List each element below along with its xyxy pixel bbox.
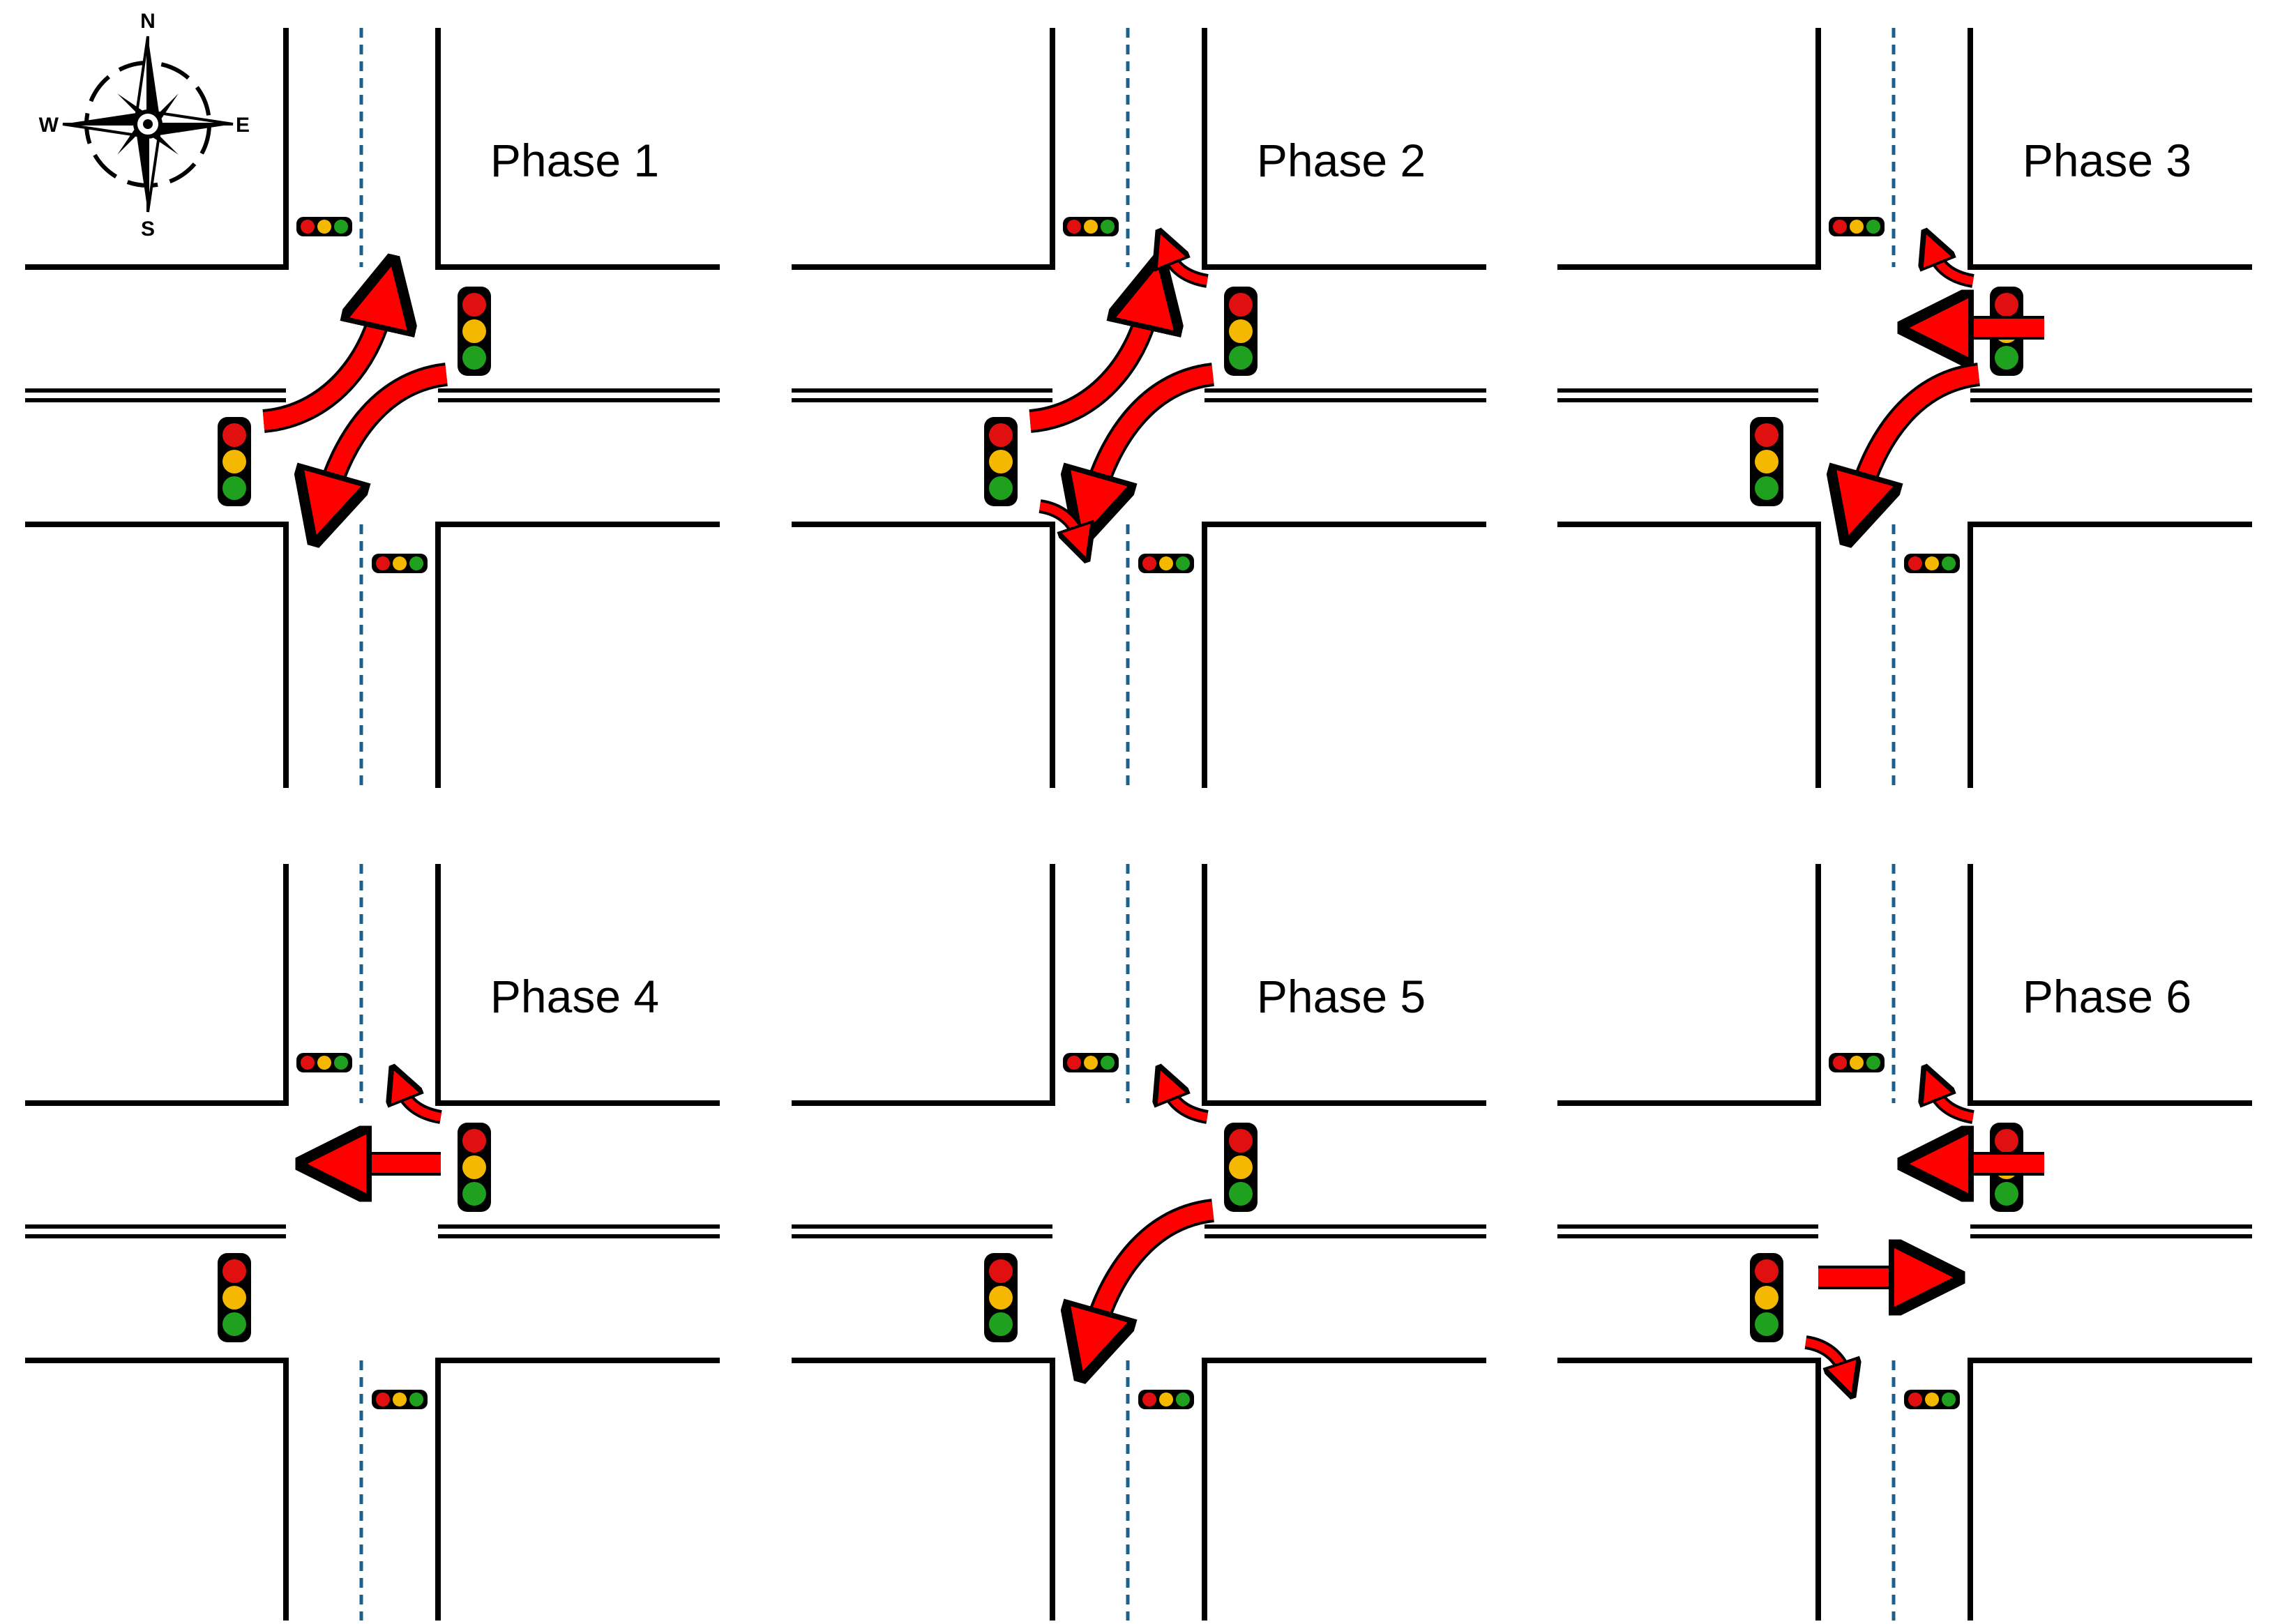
phase-panel-5: Phase 5 bbox=[792, 864, 1486, 1621]
south-approach-signal bbox=[1138, 1390, 1194, 1409]
south-approach-signal bbox=[372, 554, 428, 573]
phase-label: Phase 3 bbox=[2023, 135, 2191, 186]
phase-label: Phase 1 bbox=[490, 135, 659, 186]
west-approach-signal bbox=[984, 1253, 1018, 1342]
movement-arrow-west-approach-left-turn bbox=[262, 307, 382, 430]
movement-arrow-east-approach-right-turn bbox=[1168, 1090, 1209, 1121]
movement-arrow-west-approach-right-turn bbox=[1804, 1338, 1845, 1373]
movement-arrow-east-approach-left-turn bbox=[1094, 365, 1214, 495]
north-approach-signal bbox=[296, 217, 352, 236]
north-approach-signal bbox=[1063, 1053, 1119, 1072]
compass-south-label: S bbox=[141, 218, 155, 241]
movement-arrow-east-approach-right-turn bbox=[1934, 254, 1974, 285]
phase-label: Phase 4 bbox=[490, 971, 659, 1022]
phase-panel-6: Phase 6 bbox=[1557, 864, 2252, 1621]
south-approach-signal bbox=[372, 1390, 428, 1409]
phase-label: Phase 5 bbox=[1257, 971, 1426, 1022]
phase-panel-1: Phase 1 bbox=[25, 28, 720, 788]
movement-arrow-west-approach-right-turn bbox=[1039, 502, 1079, 537]
movement-arrow-east-approach-left-turn bbox=[328, 365, 448, 495]
south-approach-signal bbox=[1138, 554, 1194, 573]
south-approach-signal bbox=[1904, 1390, 1960, 1409]
movement-arrow-east-approach-right-turn bbox=[1168, 254, 1209, 285]
phase-panel-4: Phase 4 bbox=[25, 864, 720, 1621]
west-approach-signal bbox=[218, 1253, 251, 1342]
west-approach-signal bbox=[1750, 417, 1783, 506]
compass-rose: N S E W bbox=[39, 10, 250, 241]
south-approach-signal bbox=[1904, 554, 1960, 573]
compass-west-label: W bbox=[39, 114, 59, 137]
east-approach-signal bbox=[1224, 1123, 1258, 1212]
east-approach-signal bbox=[1224, 287, 1258, 376]
movement-arrow-east-approach-right-turn bbox=[1934, 1090, 1974, 1121]
north-approach-signal bbox=[1063, 217, 1119, 236]
movement-arrow-east-approach-right-turn bbox=[402, 1090, 442, 1121]
north-approach-signal bbox=[1829, 217, 1885, 236]
east-approach-signal bbox=[458, 287, 491, 376]
east-approach-signal bbox=[458, 1123, 491, 1212]
phase-label: Phase 6 bbox=[2023, 971, 2191, 1022]
movement-arrow-west-approach-left-turn bbox=[1029, 307, 1149, 430]
compass-east-label: E bbox=[236, 114, 250, 137]
movement-arrow-east-approach-left-turn bbox=[1860, 365, 1980, 495]
movement-arrow-east-approach-left-turn bbox=[1094, 1201, 1214, 1331]
west-approach-signal bbox=[1750, 1253, 1783, 1342]
phase-label: Phase 2 bbox=[1257, 135, 1426, 186]
west-approach-signal bbox=[984, 417, 1018, 506]
phase-panel-2: Phase 2 bbox=[792, 28, 1486, 788]
north-approach-signal bbox=[1829, 1053, 1885, 1072]
west-approach-signal bbox=[218, 417, 251, 506]
phase-panel-3: Phase 3 bbox=[1557, 28, 2252, 788]
north-approach-signal bbox=[296, 1053, 352, 1072]
compass-north-label: N bbox=[140, 10, 156, 33]
